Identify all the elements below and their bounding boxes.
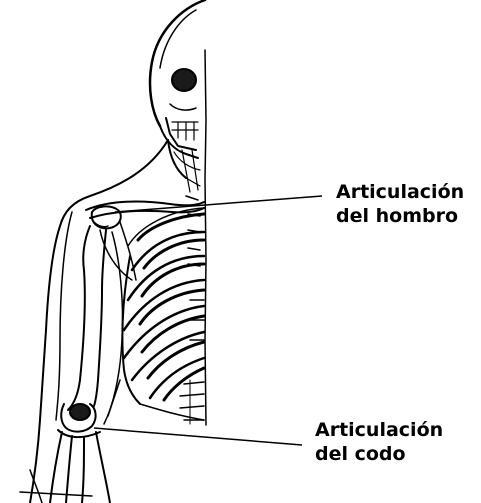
- shoulder-leader-line: [115, 196, 322, 212]
- elbow-joint: [58, 404, 100, 437]
- elbow-label-line1: Articulación: [315, 418, 443, 442]
- elbow-label-line2: del codo: [315, 442, 443, 466]
- humerus: [68, 222, 108, 410]
- skull: [150, 0, 205, 158]
- shoulder-joint-label: Articulación del hombro: [336, 180, 464, 228]
- shoulder-label-line1: Articulación: [336, 180, 464, 204]
- elbow-joint-label: Articulación del codo: [315, 418, 443, 466]
- shoulder-label-line2: del hombro: [336, 204, 464, 228]
- ribcage: [122, 208, 204, 404]
- eye-socket: [172, 69, 196, 91]
- forearm: [20, 432, 110, 503]
- elbow-leader-line: [94, 428, 302, 445]
